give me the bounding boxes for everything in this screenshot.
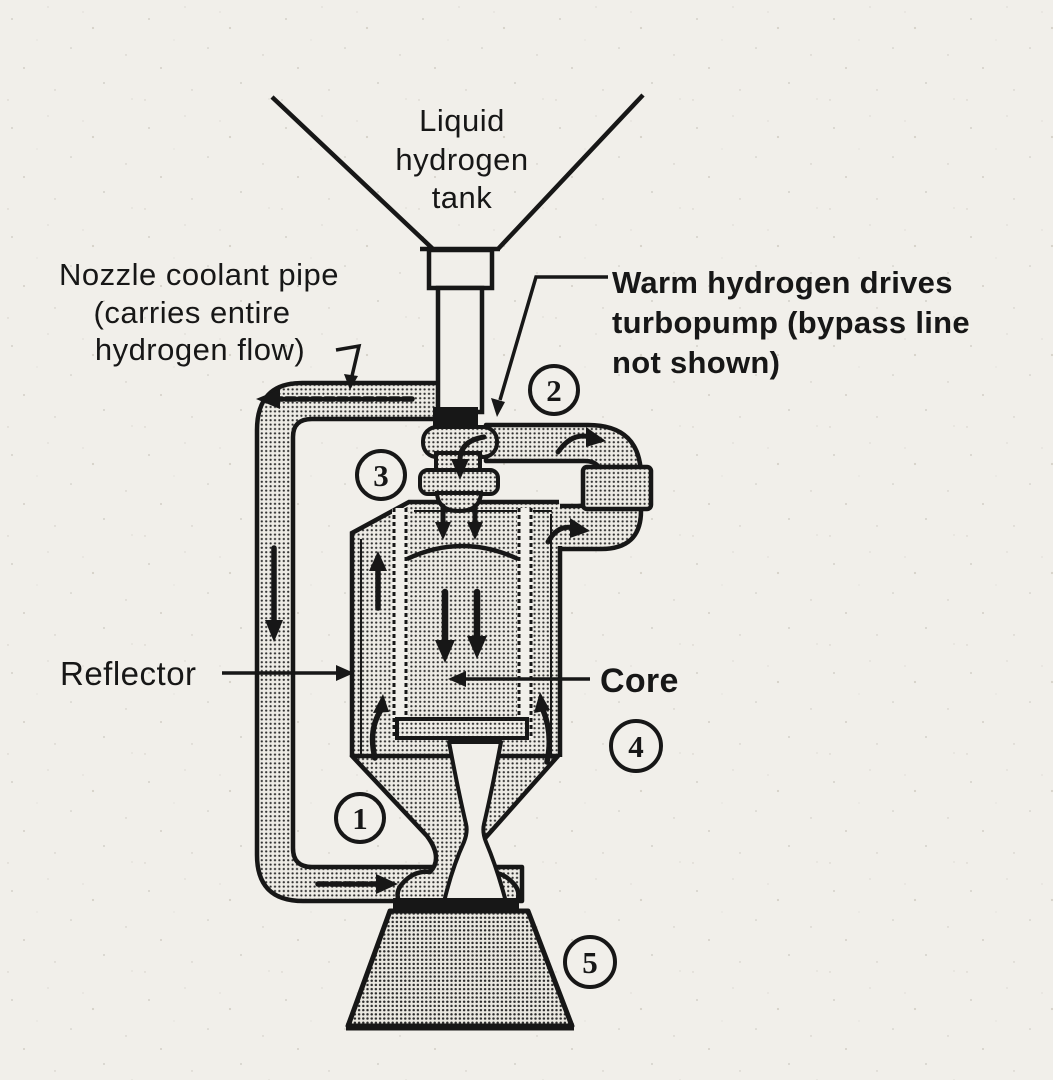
step-number-5: 5 xyxy=(582,945,598,980)
reflector-label: Reflector xyxy=(60,655,197,692)
warm-hydrogen-label: Warm hydrogen drives turbopump (bypass l… xyxy=(612,265,970,380)
warm-hydrogen-leader xyxy=(491,275,608,417)
step-marker-1: 1 xyxy=(334,792,386,844)
nozzle-pipe-label-line2: (carries entire xyxy=(94,295,291,330)
liquid-hydrogen-tank xyxy=(270,93,645,415)
warm-hydrogen-label-line2: turbopump (bypass line xyxy=(612,305,970,340)
flow-arrow-elbow-top xyxy=(555,427,606,455)
vessel-shell-outline xyxy=(349,499,559,757)
step-circle xyxy=(609,719,663,773)
step-circle xyxy=(355,449,407,501)
flow-arrow-vessel-outlet xyxy=(545,518,590,545)
flow-arrow-dome-left xyxy=(435,503,451,540)
step-marker-4: 4 xyxy=(609,719,663,773)
flow-arrows xyxy=(256,389,606,894)
flow-arrow-lower-right-up xyxy=(534,692,552,765)
turbopump-assembly xyxy=(418,407,500,514)
core-support-plate xyxy=(395,717,529,740)
coolant-pipe-shape xyxy=(254,380,525,904)
nozzle-bell-group xyxy=(345,898,575,1031)
flow-arrow-pump-inlet xyxy=(451,434,487,480)
nozzle-pipe-leader xyxy=(335,343,362,390)
pipe-flange-joint xyxy=(580,464,654,512)
step-marker-2: 2 xyxy=(528,364,580,416)
step-number-2: 2 xyxy=(546,373,562,408)
step-marker-5: 5 xyxy=(563,935,617,989)
tank-outlet-collar xyxy=(426,247,495,291)
flow-arrow-dome-right xyxy=(467,503,483,540)
nozzle-pipe-label-line1: Nozzle coolant pipe xyxy=(59,257,339,292)
tank-label-line3: tank xyxy=(432,180,493,215)
tank-label: Liquid hydrogen tank xyxy=(395,103,528,215)
flow-arrow-top-left xyxy=(256,389,415,409)
step-marker-3: 3 xyxy=(355,449,407,501)
pump-dome-cap xyxy=(434,491,484,514)
step-number-1: 1 xyxy=(352,801,368,836)
core-pointer xyxy=(448,671,590,687)
nozzle-coolant-pipe-label: Nozzle coolant pipe (carries entire hydr… xyxy=(59,257,339,367)
step-number-4: 4 xyxy=(628,729,644,764)
core-barrel-lines xyxy=(392,508,533,738)
warm-hydrogen-label-line3: not shown) xyxy=(612,345,780,380)
step-circle xyxy=(563,935,617,989)
step-circle xyxy=(528,364,580,416)
flow-arrow-downcomer xyxy=(265,545,283,642)
core-dome-arch xyxy=(406,543,519,562)
nozzle-coolant-pipe-loop xyxy=(254,380,525,904)
tank-feed-pipe xyxy=(435,285,485,415)
flow-arrow-core-right xyxy=(467,588,487,659)
reactor-vessel xyxy=(349,499,563,905)
tank-label-line1: Liquid xyxy=(419,103,505,138)
flow-arrow-lower-left-up xyxy=(369,694,389,761)
core-label: Core xyxy=(600,662,679,700)
label-leaders xyxy=(222,275,608,687)
warm-hydrogen-label-line1: Warm hydrogen drives xyxy=(612,265,953,300)
tank-label-line2: hydrogen xyxy=(395,142,528,177)
reflector-pointer xyxy=(222,665,354,681)
step-number-3: 3 xyxy=(373,458,389,493)
core-barrel-left xyxy=(392,508,408,738)
step-circle xyxy=(334,792,386,844)
flow-arrow-core-left xyxy=(435,588,455,663)
flow-arrow-reflector-up xyxy=(369,551,387,611)
nozzle-pipe-label-line3: hydrogen flow) xyxy=(95,332,305,367)
flow-arrow-bottom-right xyxy=(315,874,398,894)
throat-band xyxy=(393,898,519,911)
